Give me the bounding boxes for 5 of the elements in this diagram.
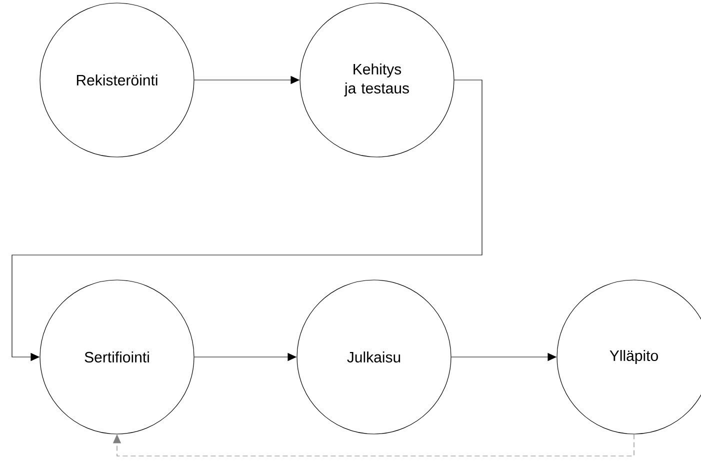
- circle-node: Rekisteröinti: [40, 2, 194, 158]
- circle-node: Sertifiointi: [40, 280, 194, 434]
- circle-node: Julkaisu: [296, 280, 452, 434]
- arrow: [112, 434, 634, 456]
- circle-node: Kehitys ja testaus: [300, 2, 454, 158]
